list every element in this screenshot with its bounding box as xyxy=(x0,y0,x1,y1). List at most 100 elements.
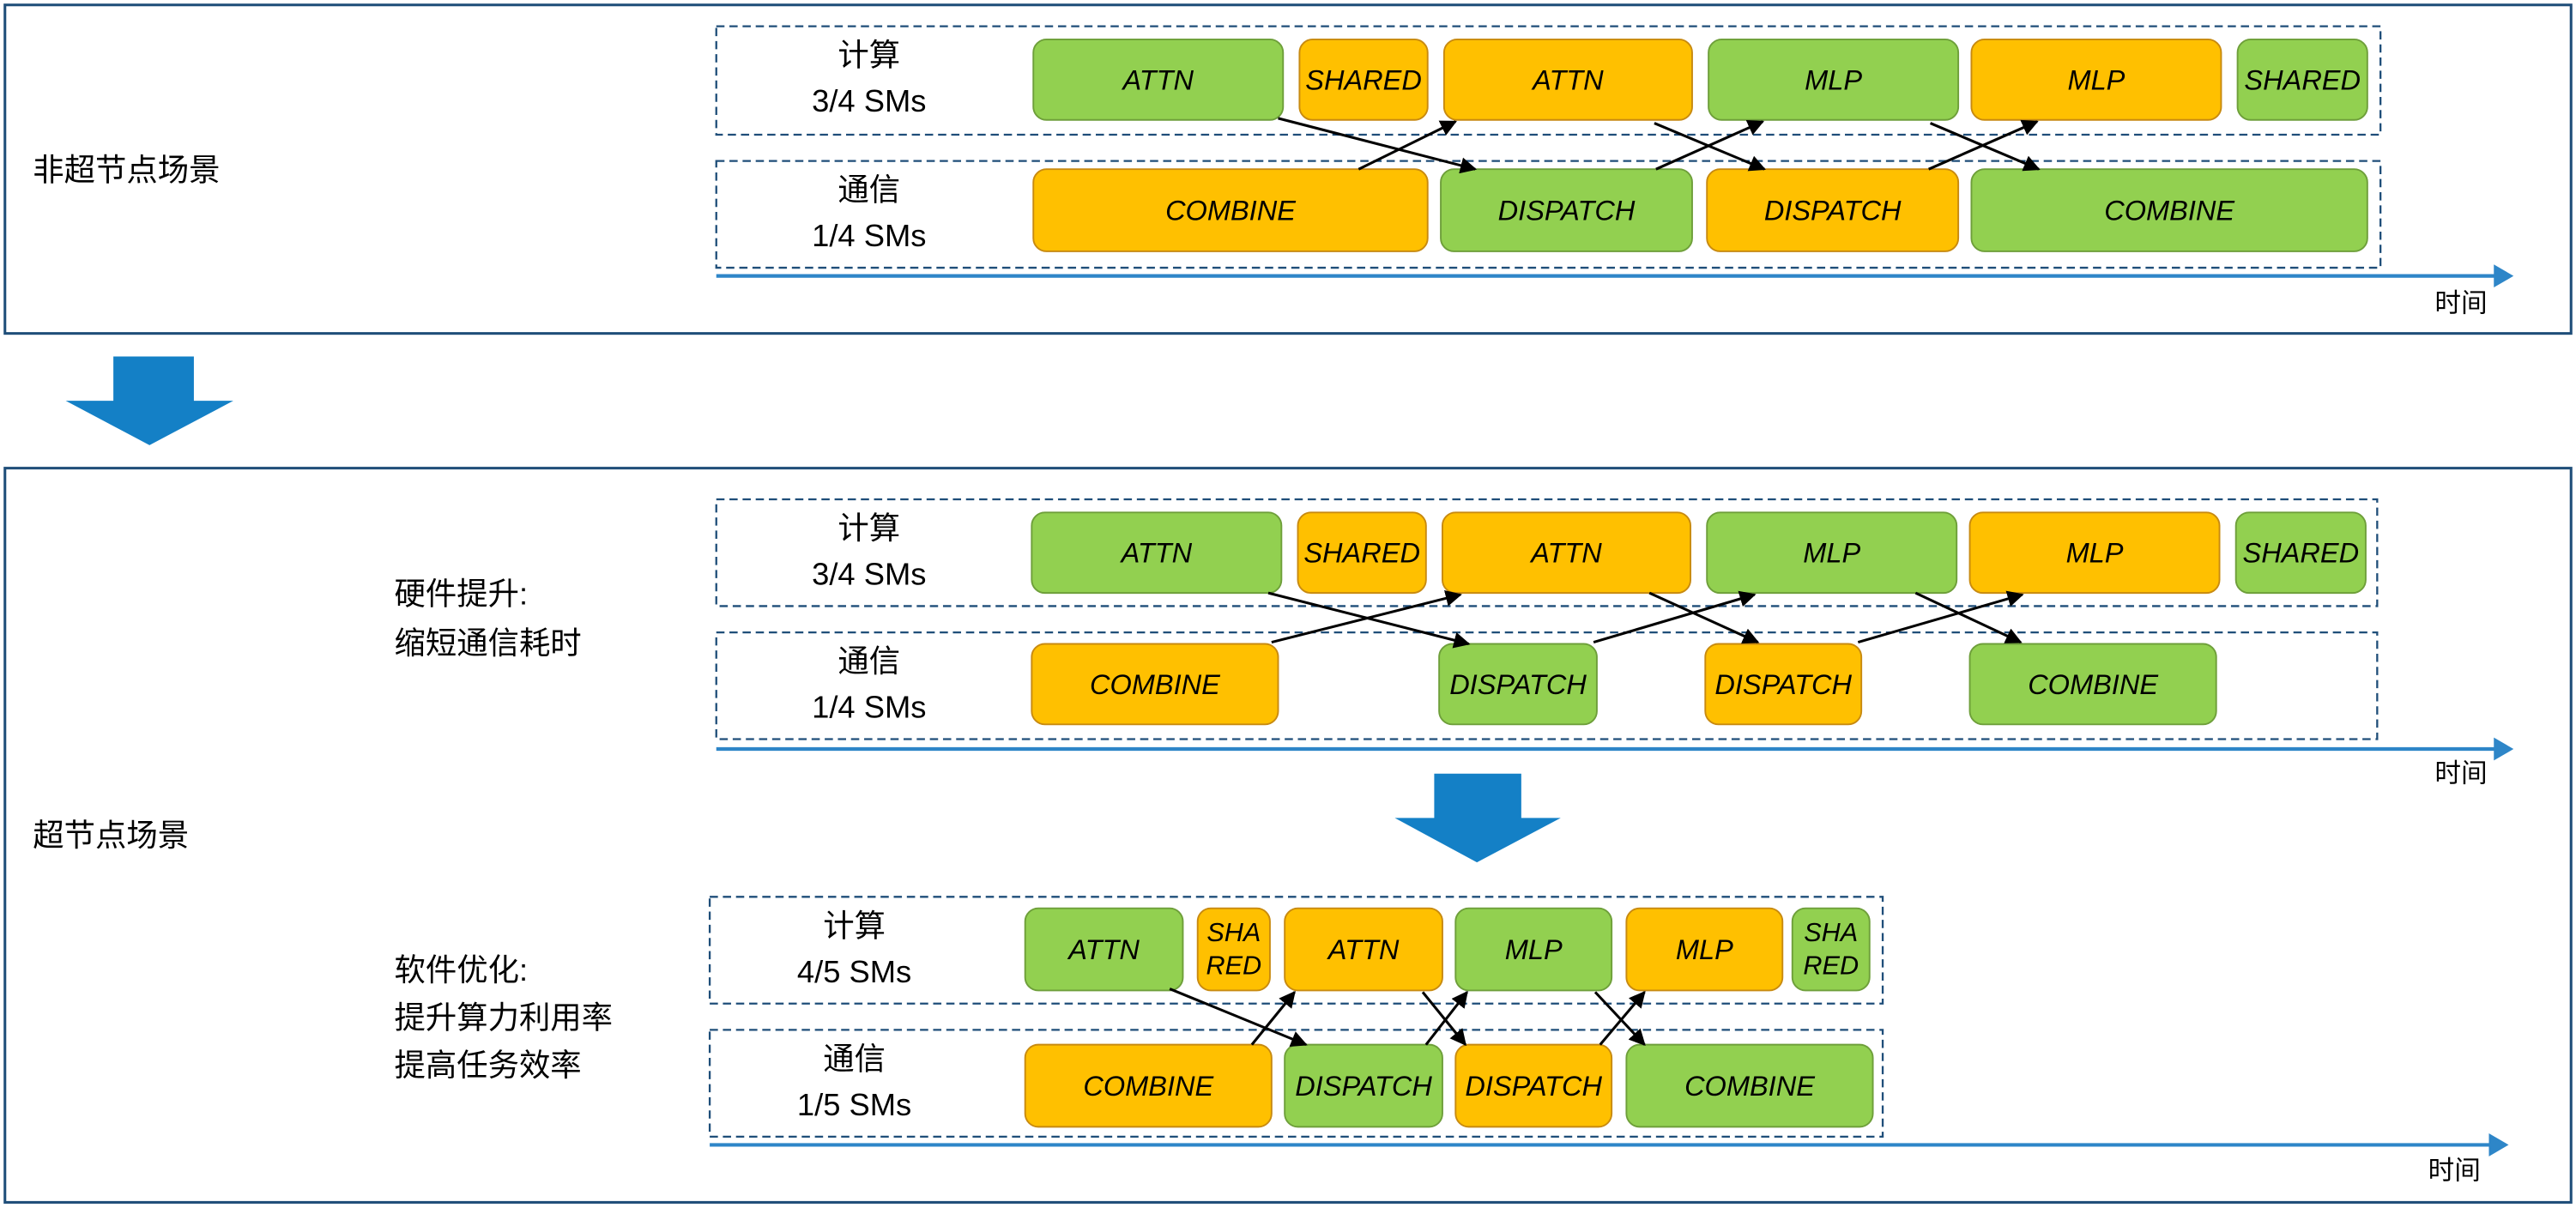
compute-lane-label: 计算 xyxy=(838,38,900,73)
block-label: DISPATCH xyxy=(1714,669,1852,700)
block-label: MLP xyxy=(2067,64,2125,95)
comm-block: DISPATCH xyxy=(1284,1043,1443,1128)
compute-lane-label: 计算 xyxy=(838,510,900,546)
dependency-arrow xyxy=(1593,991,1646,1047)
block-shape xyxy=(1968,643,2217,726)
compute-block: MLP xyxy=(1968,511,2221,595)
block-label: COMBINE xyxy=(2104,196,2234,226)
comm-sm-share: 1/4 SMs xyxy=(812,690,926,725)
compute-block: SHARED xyxy=(1297,511,1427,595)
block-shape xyxy=(1442,511,1692,595)
block-label: COMBINE xyxy=(1684,1071,1815,1102)
scenario-note-line: 软件优化: xyxy=(395,952,529,988)
dependency-arrow xyxy=(1271,589,1462,644)
block-shape xyxy=(1442,38,1693,121)
dependency-arrow xyxy=(1929,122,2041,172)
block-label: SHARED xyxy=(2244,64,2361,95)
block-shape xyxy=(1706,511,1958,595)
compute-block: SHARED xyxy=(1298,38,1429,121)
block-shape xyxy=(1625,1043,1874,1128)
comm-block: DISPATCH xyxy=(1706,168,1960,252)
block-shape xyxy=(2236,38,2368,121)
compute-block: MLP xyxy=(1706,511,1958,595)
dependency-arrow xyxy=(1857,590,2024,644)
block-shape xyxy=(1032,38,1285,121)
block-shape xyxy=(1454,907,1613,992)
block-shape xyxy=(1708,38,1960,121)
time-axis-label: 时间 xyxy=(2434,758,2487,788)
dependency-arrow xyxy=(1648,591,1760,644)
compute-block: SHARED xyxy=(2234,511,2367,595)
dependency-arrow xyxy=(1655,119,1765,171)
axis-arrowhead-icon xyxy=(2494,264,2514,288)
comm-lane-label: 通信 xyxy=(823,1041,886,1076)
block-label: DISPATCH xyxy=(1449,669,1587,700)
compute-sm-share: 3/4 SMs xyxy=(812,557,926,592)
block-label: ATTN xyxy=(1067,934,1140,965)
block-label: MLP xyxy=(1505,934,1563,965)
scenario-note-line: 提高任务效率 xyxy=(395,1048,582,1083)
block-shape xyxy=(1031,643,1279,726)
down-arrow-icon xyxy=(65,356,233,445)
dependency-arrow xyxy=(1358,120,1457,171)
block-shape xyxy=(1297,511,1427,595)
block-shape xyxy=(1625,907,1784,992)
compute-block: ATTN xyxy=(1024,907,1184,992)
dependency-arrow xyxy=(1421,991,1466,1047)
block-shape xyxy=(1706,168,1960,252)
axis-arrowhead-icon xyxy=(2488,1133,2509,1157)
dependency-arrow xyxy=(1278,117,1478,174)
compute-block: MLP xyxy=(1970,38,2222,121)
block-shape xyxy=(1024,1043,1273,1128)
comm-block: DISPATCH xyxy=(1440,168,1693,252)
scenario-note-line: 硬件提升: xyxy=(395,577,529,612)
scenario-note-line: 缩短通信耗时 xyxy=(395,625,582,661)
scenario-note-line: 提升算力利用率 xyxy=(395,1000,614,1035)
comm-lane xyxy=(715,631,2379,740)
block-label: COMBINE xyxy=(1165,196,1296,226)
block-label: MLP xyxy=(1676,934,1733,965)
block-shape xyxy=(1970,168,2368,252)
block-shape xyxy=(1968,511,2221,595)
block-label: COMBINE xyxy=(1090,669,1220,700)
block-shape xyxy=(1032,168,1429,252)
block-label: DISPATCH xyxy=(1498,196,1636,226)
compute-sm-share: 3/4 SMs xyxy=(812,83,926,118)
comm-lane xyxy=(708,1029,1884,1138)
compute-block: ATTN xyxy=(1032,38,1285,121)
dependency-arrow xyxy=(1593,590,1757,644)
compute-sm-share: 4/5 SMs xyxy=(797,954,911,989)
block-label-line: RED xyxy=(1206,951,1261,980)
dependency-arrow xyxy=(1424,990,1468,1046)
compute-block: MLP xyxy=(1708,38,1960,121)
comm-block: DISPATCH xyxy=(1704,643,1863,726)
compute-block: MLP xyxy=(1454,907,1613,992)
compute-lane xyxy=(715,498,2379,607)
comm-block: COMBINE xyxy=(1031,643,1279,726)
block-shape xyxy=(1791,907,1871,992)
block-label: ATTN xyxy=(1327,934,1400,965)
panel-title-supernode: 超节点场景 xyxy=(33,818,189,853)
block-label: SHA RED xyxy=(1206,918,1261,980)
block-label: COMBINE xyxy=(2028,669,2158,700)
dependency-arrow xyxy=(1914,591,2023,643)
block-shape xyxy=(1440,168,1693,252)
block-label: DISPATCH xyxy=(1465,1071,1602,1102)
block-shape xyxy=(1454,1043,1613,1128)
block-shape xyxy=(1284,1043,1443,1128)
block-label: MLP xyxy=(2066,538,2124,569)
block-label-line: SHA xyxy=(1206,918,1261,947)
axis-arrowhead-icon xyxy=(2494,737,2514,761)
block-label: SHARED xyxy=(1305,64,1422,95)
block-label: ATTN xyxy=(1121,64,1194,95)
block-shape xyxy=(1438,643,1598,726)
block-shape xyxy=(1196,907,1271,992)
compute-block: SHARED xyxy=(2236,38,2368,121)
comm-block: DISPATCH xyxy=(1454,1043,1613,1128)
panel-title-non-supernode: 非超节点场景 xyxy=(33,153,220,188)
